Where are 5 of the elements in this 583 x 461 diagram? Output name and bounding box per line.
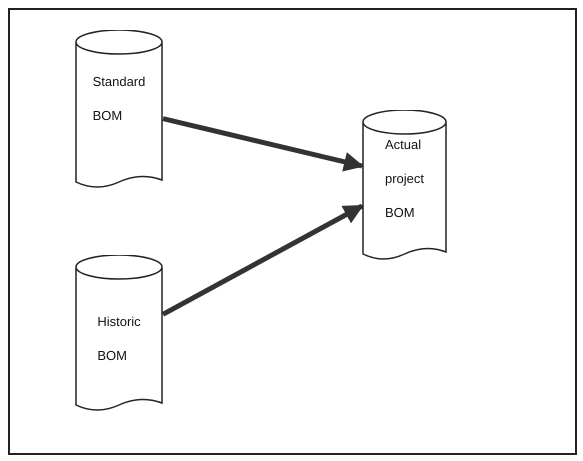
arrow [162,116,364,172]
node-label: Actual project BOM [384,136,424,222]
node-label: Standard BOM [92,73,146,125]
arrow [162,204,364,316]
node-label: Historic BOM [97,313,141,365]
